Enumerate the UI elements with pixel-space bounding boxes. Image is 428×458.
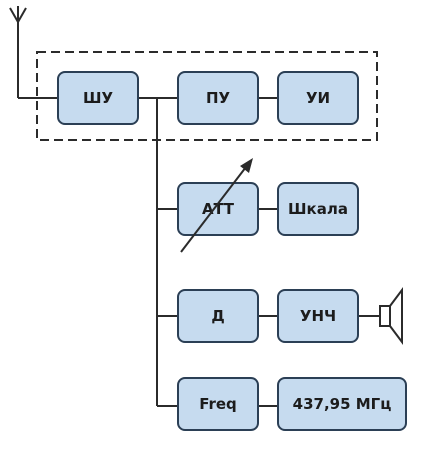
block-shu: ШУ bbox=[57, 71, 139, 125]
block-pu: ПУ bbox=[177, 71, 259, 125]
variable-attenuator-arrow-icon bbox=[180, 158, 253, 253]
block-ui: УИ bbox=[277, 71, 359, 125]
antenna-icon bbox=[9, 6, 27, 98]
block-att: АТТ bbox=[177, 182, 259, 236]
block-freq-label: Freq bbox=[199, 395, 237, 413]
block-freq: Freq bbox=[177, 377, 259, 431]
block-freq-value-label: 437,95 МГц bbox=[293, 395, 392, 413]
block-detector-label: Д bbox=[211, 307, 224, 325]
block-unch-label: УНЧ bbox=[300, 307, 336, 325]
dashed-group-frame bbox=[36, 51, 378, 141]
speaker-icon bbox=[379, 287, 403, 345]
block-scale-label: Шкала bbox=[288, 200, 348, 218]
block-pu-label: ПУ bbox=[206, 89, 231, 107]
block-freq-value: 437,95 МГц bbox=[277, 377, 407, 431]
block-shu-label: ШУ bbox=[83, 89, 114, 107]
block-scale: Шкала bbox=[277, 182, 359, 236]
connection-lines bbox=[18, 97, 380, 407]
block-unch: УНЧ bbox=[277, 289, 359, 343]
block-detector: Д bbox=[177, 289, 259, 343]
block-ui-label: УИ bbox=[306, 89, 330, 107]
